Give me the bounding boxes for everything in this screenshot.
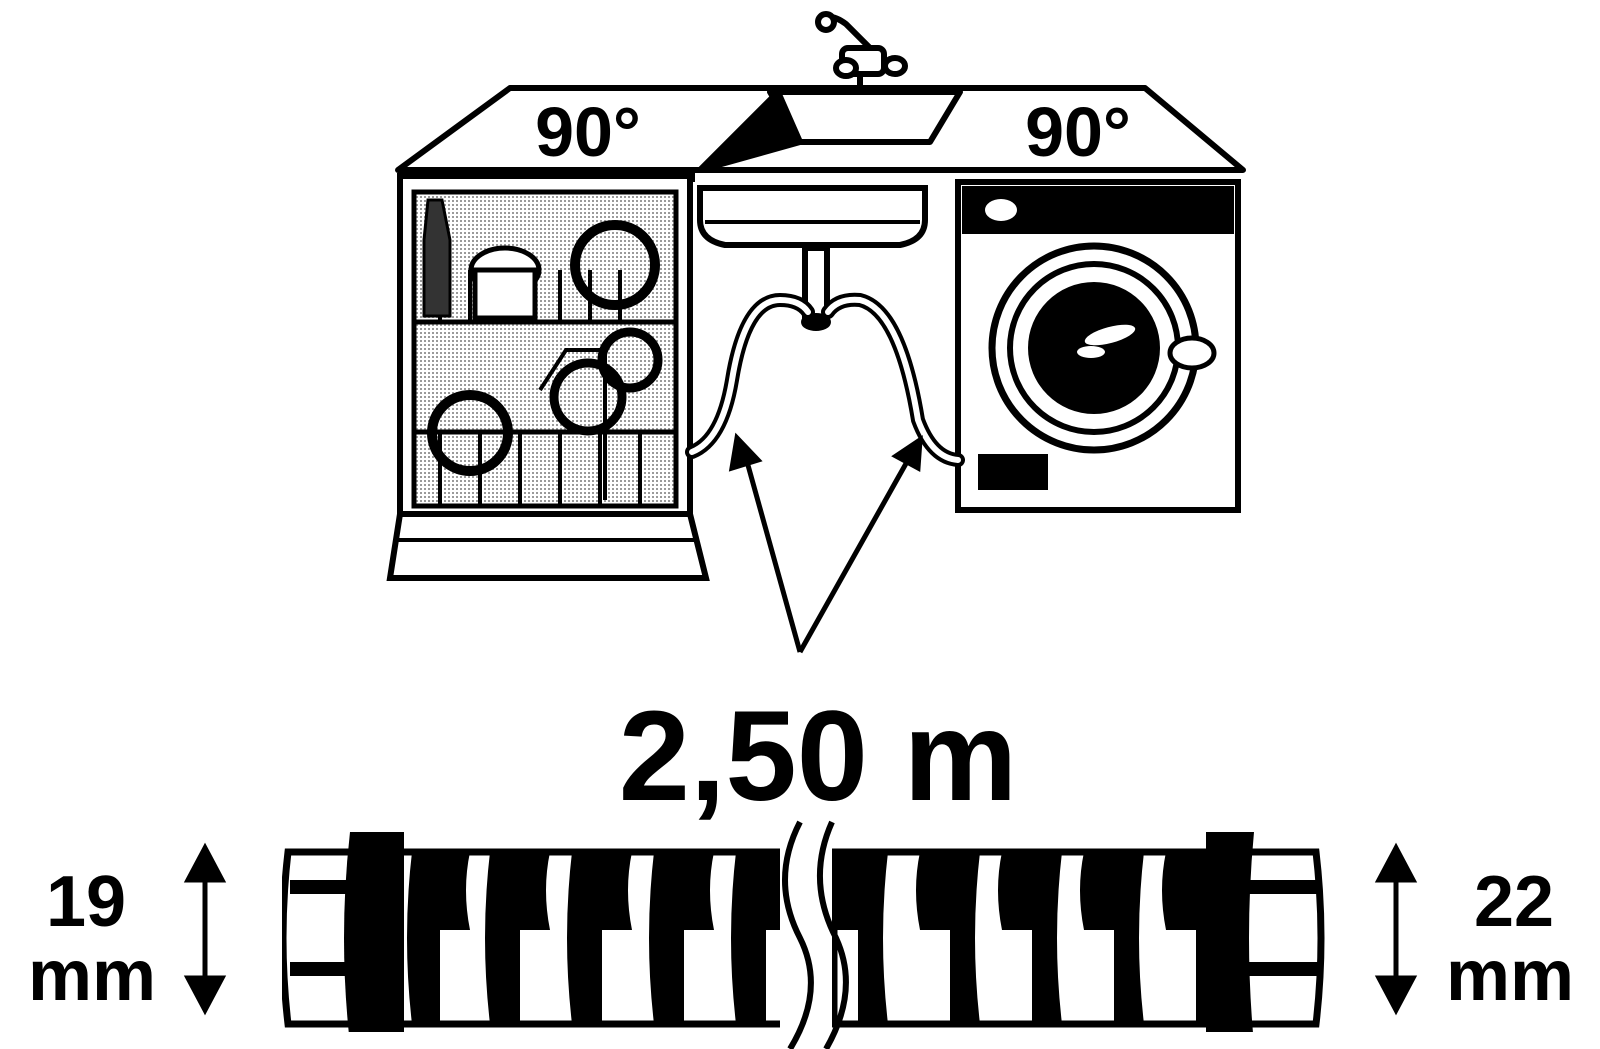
left-diameter-unit: mm [28, 936, 156, 1016]
right-counter-angle-label: 90° [1025, 93, 1131, 171]
drain-hose-icon [282, 820, 1325, 1049]
dishwasher-icon [386, 173, 710, 581]
right-diameter-unit: mm [1446, 936, 1574, 1016]
left-diameter-arrow [183, 842, 227, 1016]
counter-top [395, 85, 1246, 182]
right-diameter-arrow [1374, 842, 1418, 1016]
left-counter-angle-label: 90° [535, 93, 641, 171]
pointer-arrows [728, 432, 923, 654]
hose-length-label: 2,50 m [619, 685, 1018, 828]
left-diameter-value: 19 [46, 862, 126, 942]
sink-icon [697, 185, 928, 331]
washing-machine-icon [955, 179, 1241, 513]
faucet-icon [815, 11, 908, 90]
right-diameter-value: 22 [1474, 862, 1554, 942]
under-sink-hoses [685, 292, 965, 467]
